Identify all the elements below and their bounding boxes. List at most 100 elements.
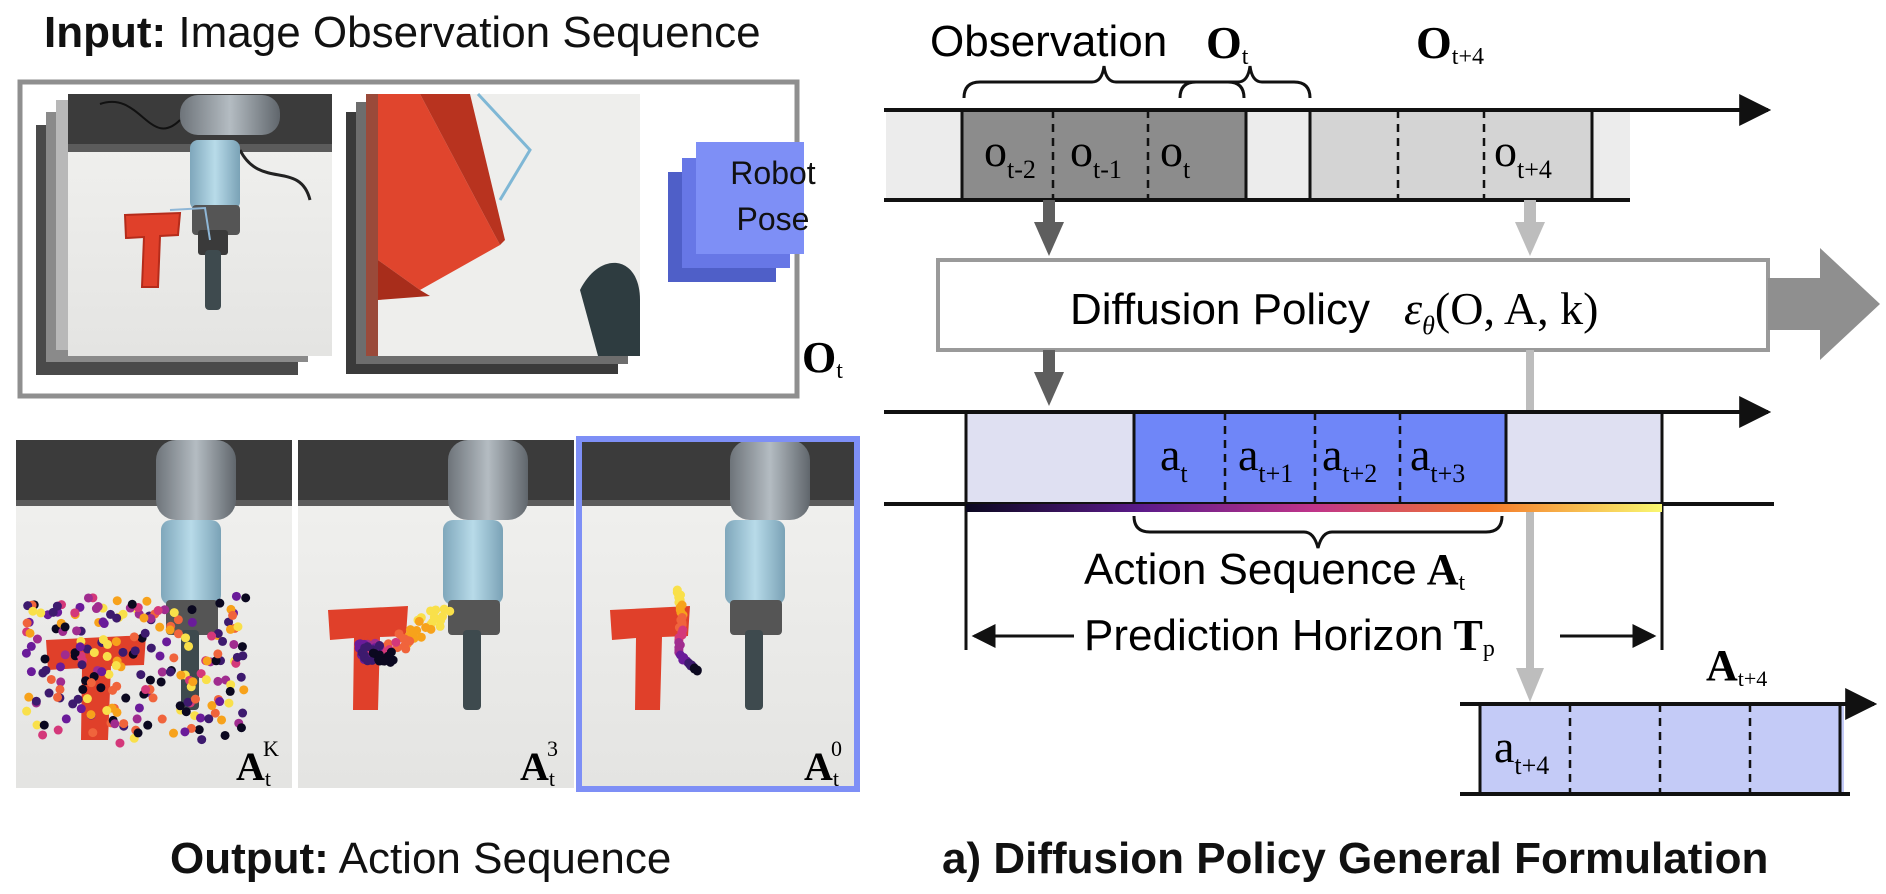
trajectory-dot [374, 641, 384, 651]
output-heading: Output: Action Sequence [170, 834, 672, 883]
trajectory-dot [41, 665, 51, 675]
observation-stack-2 [346, 92, 640, 374]
trajectory-dot [181, 633, 191, 643]
trajectory-dot [204, 714, 214, 724]
output-label-3: At3 [520, 736, 558, 791]
trajectory-dot [196, 669, 206, 679]
observation-label: Observation [930, 17, 1167, 66]
trajectory-dot [153, 606, 163, 616]
trajectory-dot [83, 593, 93, 603]
trajectory-dot [103, 639, 113, 649]
trajectory-dot [61, 714, 71, 724]
trajectory-dot [226, 680, 236, 690]
trajectory-dot [140, 628, 150, 638]
trajectory-dot [379, 656, 389, 666]
trajectory-dot [44, 688, 54, 698]
trajectory-dot [130, 646, 140, 656]
trajectory-dot [363, 656, 373, 666]
trajectory-dot [165, 667, 175, 677]
trajectory-dot [139, 613, 149, 623]
trajectory-dot [202, 656, 212, 666]
trajectory-dot [155, 622, 165, 632]
trajectory-dot [86, 710, 96, 720]
trajectory-dot [112, 596, 122, 606]
trajectory-dot [132, 714, 142, 724]
trajectory-dot [180, 727, 190, 737]
trajectory-dot [133, 728, 143, 738]
obs-t-label: Ot [1206, 17, 1249, 70]
trajectory-dot [187, 617, 197, 627]
trajectory-dot [82, 694, 92, 704]
trajectory-dot [175, 701, 185, 711]
robot-pose-line-2: Pose [737, 201, 810, 237]
trajectory-dot [238, 708, 248, 718]
trajectory-dot [436, 616, 446, 626]
trajectory-dot [165, 625, 175, 635]
next-action-label: At+4 [1706, 641, 1767, 691]
trajectory-dot [237, 642, 247, 652]
trajectory-dot [224, 617, 234, 627]
diagram-caption: a) Diffusion Policy General Formulation [942, 834, 1769, 883]
selected-output-border [576, 436, 860, 792]
trajectory-dot [360, 643, 370, 653]
trajectory-dot [169, 653, 179, 663]
trajectory-dot [142, 596, 152, 606]
input-heading: Input: Image Observation Sequence [44, 8, 761, 57]
trajectory-dot [169, 608, 179, 618]
trajectory-dot [98, 617, 108, 627]
trajectory-dot [156, 677, 166, 687]
trajectory-dot [60, 622, 70, 632]
trajectory-dot [187, 605, 197, 615]
trajectory-dot [91, 604, 101, 614]
trajectory-dot [32, 634, 42, 644]
trajectory-dot [32, 720, 42, 730]
trajectory-dot [145, 675, 155, 685]
trajectory-dot [169, 728, 179, 738]
output-panel-k [16, 440, 292, 788]
trajectory-dot [75, 642, 85, 652]
diffusion-policy-diagram: Observation Ot Ot+4 ot-2 ot-1 ot ot+4 [884, 17, 1880, 796]
action-cell-t3: at+3 [1410, 429, 1465, 488]
action-window [1134, 412, 1506, 504]
horizon-colorbar [966, 504, 1662, 512]
action-cell-t1: at+1 [1238, 429, 1293, 488]
trajectory-dot [26, 641, 36, 651]
trajectory-dot [232, 652, 242, 662]
obs-cell-t-1: ot-1 [1070, 125, 1122, 184]
trajectory-dot [86, 678, 96, 688]
trajectory-dot [427, 617, 437, 627]
trajectory-dot [439, 604, 449, 614]
trajectory-dot [201, 675, 211, 685]
robot-pose-card: Robot Pose [668, 142, 816, 282]
trajectory-dot [181, 707, 191, 717]
trajectory-dot [184, 641, 194, 651]
trajectory-dot [108, 685, 118, 695]
trajectory-dot [36, 608, 46, 618]
trajectory-dot [115, 738, 125, 748]
policy-formula: εθ(O, A, k) [1404, 283, 1598, 340]
trajectory-dot [22, 618, 32, 628]
trajectory-dot [88, 728, 98, 738]
trajectory-dot [157, 714, 167, 724]
trajectory-dot [70, 608, 80, 618]
trajectory-dot [60, 650, 70, 660]
trajectory-dot [228, 610, 238, 620]
trajectory-dot [53, 692, 63, 702]
trajectory-dot [176, 670, 186, 680]
trajectory-dot [141, 685, 151, 695]
trajectory-dot [31, 696, 41, 706]
output-panel-3 [298, 440, 574, 788]
trajectory-dot [211, 656, 221, 666]
trajectory-dot [391, 637, 401, 647]
trajectory-dot [112, 707, 122, 717]
trajectory-dot [111, 637, 121, 647]
next-action-cell: at+4 [1494, 721, 1549, 780]
obs-window-current [962, 110, 1246, 200]
trajectory-dot [220, 730, 230, 740]
obs-cell-t-2: ot-2 [984, 125, 1036, 184]
obs-t4-brace [1178, 65, 1312, 99]
trajectory-dot [119, 719, 129, 729]
trajectory-dot [70, 648, 80, 658]
